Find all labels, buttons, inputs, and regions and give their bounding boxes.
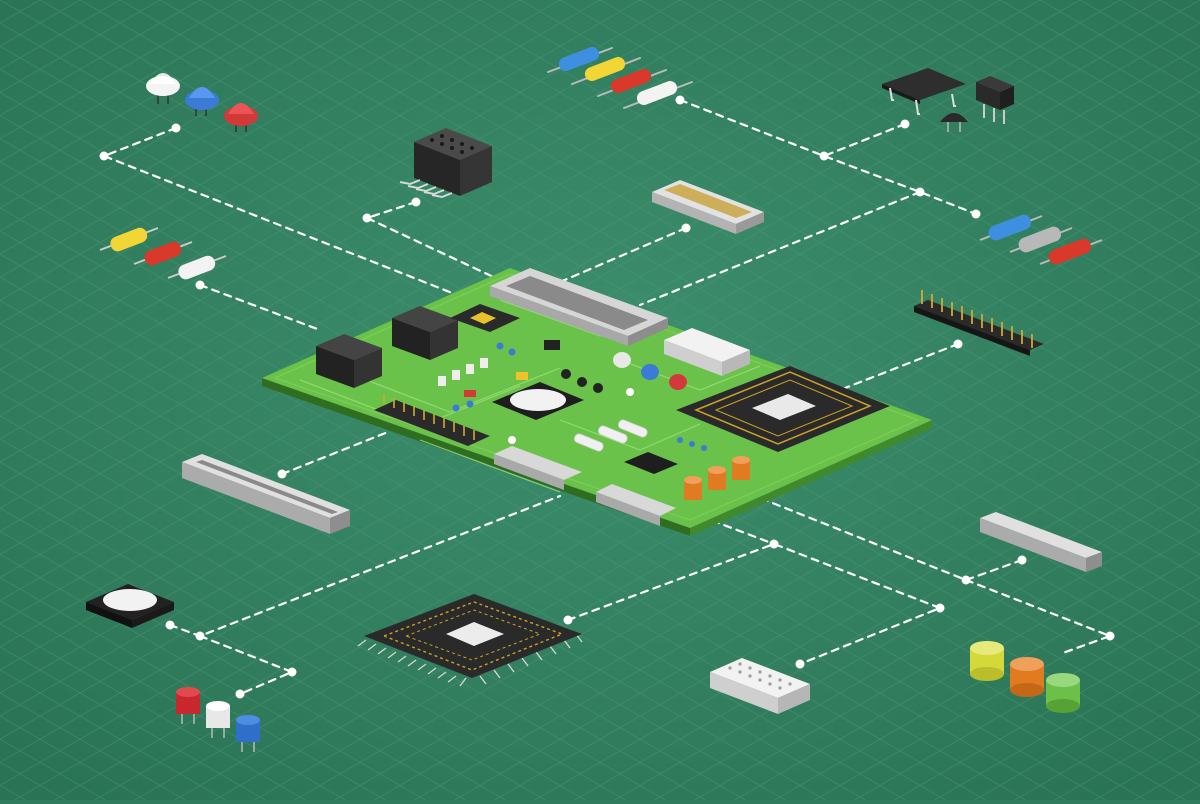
resistor-white (623, 80, 693, 109)
board-processor (676, 366, 890, 452)
board-resistors (574, 419, 648, 452)
diode-gray (1009, 226, 1073, 253)
link-right-caps (964, 578, 1114, 656)
link-nodes (99, 95, 1115, 699)
elec-cap-lime (970, 641, 1004, 681)
cap-red (133, 241, 193, 266)
qfp-processor (357, 594, 583, 687)
gold-pin-header (914, 290, 1044, 356)
transistor-dome (940, 113, 968, 132)
link-main-right (638, 190, 922, 307)
link-cap-left (198, 283, 322, 332)
dip-breadboard-block (710, 658, 810, 714)
diode-set-right (979, 214, 1103, 265)
cap-yellow (99, 227, 159, 252)
led-white (146, 73, 180, 104)
link-ribbon (558, 226, 688, 284)
transistor-flat (882, 68, 966, 115)
radial-cap-red (176, 687, 200, 724)
board-capacitors (684, 456, 750, 500)
ribbon-connector-small (652, 180, 764, 234)
resistor-yellow (571, 56, 641, 85)
link-resistors-top (678, 98, 978, 216)
radial-capacitors-bottom-left (176, 687, 260, 752)
diode-red (1039, 238, 1103, 265)
resistor-red (597, 68, 667, 97)
cap-white (167, 255, 227, 280)
board-ribbon-2 (596, 484, 676, 526)
led-blue (185, 87, 219, 116)
board-small-chip (450, 304, 520, 332)
led-red (224, 103, 258, 132)
motherboard (262, 268, 932, 536)
link-transistors (822, 122, 907, 158)
right-edge-connector (980, 512, 1102, 572)
board-gold-header (374, 394, 490, 446)
board-slot-connector (490, 268, 668, 346)
long-slot-connector (182, 454, 350, 534)
link-slot (280, 430, 390, 476)
transistor-tall (976, 76, 1014, 124)
board-small-parts (438, 340, 707, 451)
board-ribbon-1 (494, 446, 582, 490)
pin-header-socket (399, 128, 492, 199)
board-dip-block (664, 328, 750, 376)
board-small-qfp (624, 452, 678, 474)
link-gold-header (843, 342, 960, 390)
radial-cap-white (206, 701, 230, 738)
resistor-set-top-center (547, 46, 693, 109)
radial-cap-blue (236, 715, 260, 752)
board-socket-1 (392, 306, 458, 360)
board-round-chip (492, 382, 584, 420)
elec-cap-green (1046, 673, 1080, 713)
elec-cap-orange (1010, 657, 1044, 697)
round-chip (86, 584, 174, 628)
link-qfp (566, 542, 944, 666)
board-leds (613, 352, 687, 390)
electrolytic-capacitors-bottom-right (970, 641, 1080, 713)
diode-blue (979, 214, 1043, 241)
led-set-top-left (146, 73, 258, 132)
capacitor-set-left (99, 227, 227, 280)
transistor-set-top-right (882, 68, 1014, 132)
board-socket-2 (316, 334, 382, 388)
resistor-blue (547, 46, 613, 73)
